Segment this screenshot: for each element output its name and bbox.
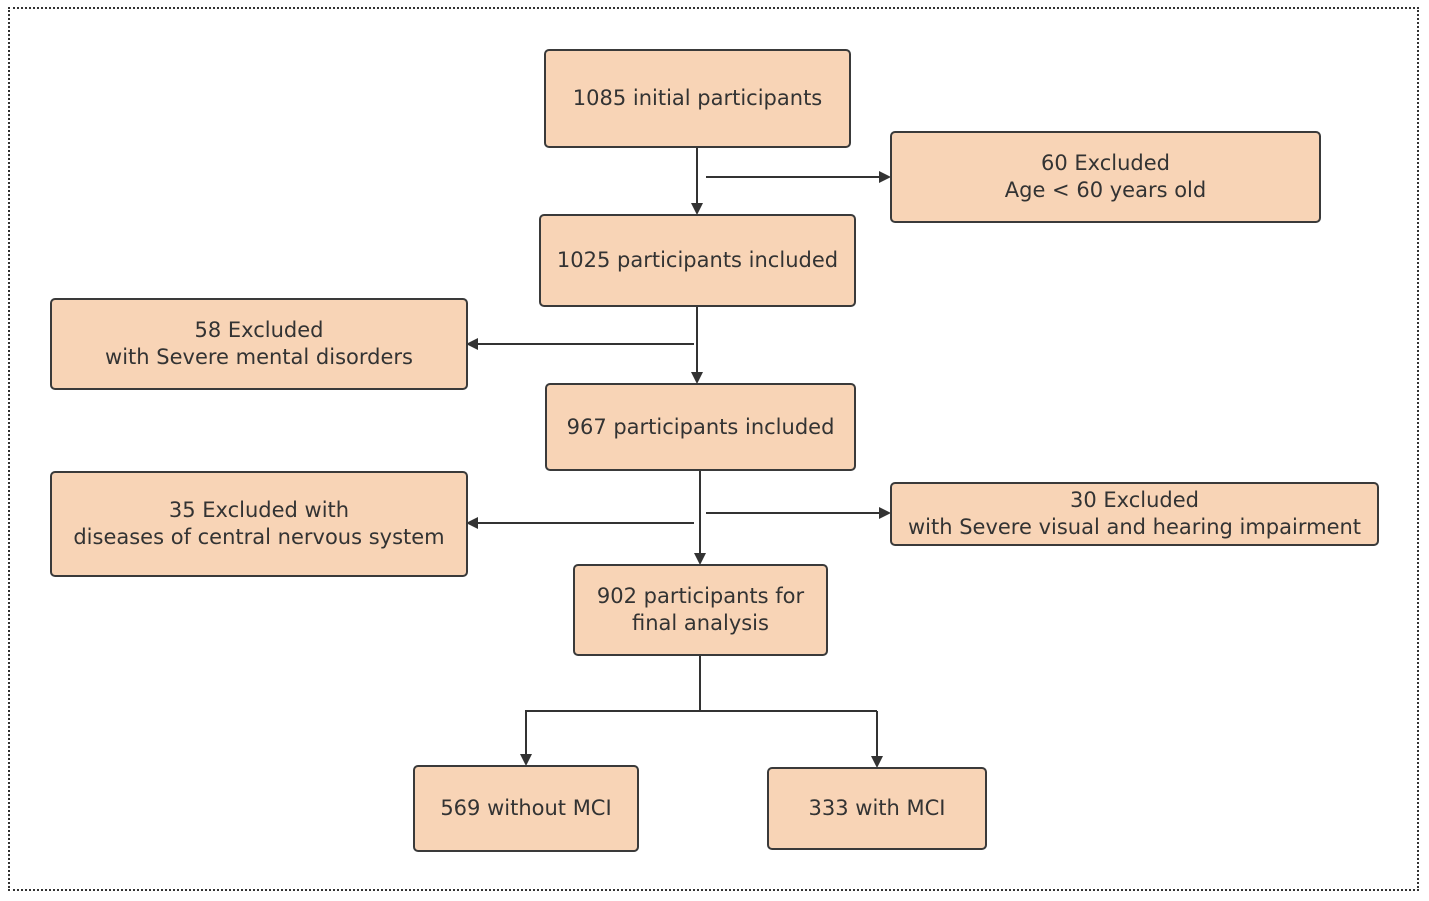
box-text: 902 participants for	[596, 584, 805, 608]
box-text: 35 Excluded with	[168, 498, 350, 522]
box-text: with Severe mental disorders	[105, 345, 413, 369]
box-initial-participants: 1085 initial participants	[544, 49, 851, 148]
box-text: 58 Excluded	[194, 318, 324, 342]
diagram-frame	[8, 7, 1419, 891]
box-1025-included: 1025 participants included	[539, 214, 856, 307]
box-excluded-mental: 58 Excluded with Severe mental disorders	[50, 298, 468, 390]
box-text: 569 without MCI	[440, 796, 612, 820]
box-excluded-visual: 30 Excluded with Severe visual and heari…	[890, 482, 1379, 546]
box-967-included: 967 participants included	[545, 383, 856, 471]
box-with-mci: 333 with MCI	[767, 767, 987, 850]
box-excluded-cns: 35 Excluded with diseases of central ner…	[50, 471, 468, 577]
box-final-analysis: 902 participants for final analysis	[573, 564, 828, 656]
box-text: 1025 participants included	[556, 248, 839, 272]
box-text: diseases of central nervous system	[73, 525, 445, 549]
box-text: 1085 initial participants	[572, 86, 823, 110]
split-connector	[525, 655, 701, 712]
box-text: final analysis	[632, 611, 769, 635]
box-text: 60 Excluded	[1041, 151, 1170, 175]
box-text: with Severe visual and hearing impairmen…	[907, 515, 1362, 539]
box-excluded-age: 60 Excluded Age < 60 years old	[890, 131, 1321, 223]
box-text: 30 Excluded	[1070, 488, 1199, 512]
box-text: Age < 60 years old	[1004, 178, 1207, 202]
box-text: 333 with MCI	[808, 796, 946, 820]
box-text: 967 participants included	[566, 414, 835, 439]
box-without-mci: 569 without MCI	[413, 765, 639, 852]
